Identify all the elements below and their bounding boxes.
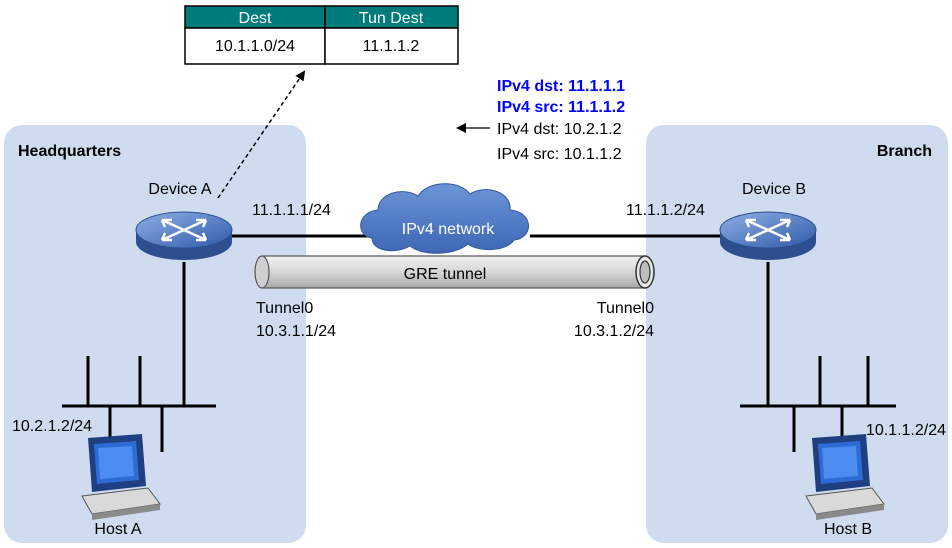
host-computer-icon: [81, 434, 161, 520]
host-a-label: Host A: [94, 521, 141, 538]
table-cell-tun-dest: 11.1.1.2: [363, 38, 420, 55]
tunnel-label: GRE tunnel: [404, 266, 487, 283]
device-a-ip: 11.1.1.1/24: [252, 202, 331, 219]
device-a-label: Device A: [148, 181, 211, 198]
device-b-label: Device B: [742, 181, 806, 198]
dashed-pointer-arrow: [217, 70, 306, 199]
route-table: Dest Tun Dest 10.1.1.0/24 11.1.1.2: [184, 5, 459, 65]
host-b-label: Host B: [824, 521, 872, 538]
host-computer-icon: [805, 434, 885, 520]
packet-header: IPv4 dst: 11.1.1.1 IPv4 src: 11.1.1.2 IP…: [456, 78, 625, 163]
router-icon: [135, 211, 233, 260]
site-label-branch: Branch: [877, 143, 932, 160]
site-label-headquarters: Headquarters: [18, 143, 121, 160]
device-b-tunnel: Tunnel0: [597, 300, 654, 317]
packet-inner-src: IPv4 src: 10.1.1.2: [497, 146, 622, 163]
router-icon: [719, 211, 817, 260]
host-a-ip: 10.2.1.2/24: [12, 418, 92, 435]
host-b-ip: 10.1.1.2/24: [866, 422, 946, 439]
packet-outer-dst: IPv4 dst: 11.1.1.1: [497, 78, 625, 95]
device-a-tunnel: Tunnel0: [256, 300, 313, 317]
packet-inner-dst: IPv4 dst: 10.2.1.2: [497, 121, 622, 138]
packet-outer-src: IPv4 src: 11.1.1.2: [497, 99, 625, 116]
lan-bus-branch: [740, 356, 896, 452]
gre-tunnel: GRE tunnel: [254, 255, 655, 289]
table-cell-dest: 10.1.1.0/24: [215, 38, 295, 55]
device-b-tunnel-ip: 10.3.1.2/24: [574, 323, 654, 340]
table-header-dest: Dest: [239, 10, 272, 27]
network-label: IPv4 network: [402, 221, 495, 238]
device-a-tunnel-ip: 10.3.1.1/24: [256, 323, 336, 340]
cloud-icon: IPv4 network: [360, 183, 529, 254]
table-header-tun-dest: Tun Dest: [359, 10, 424, 27]
device-b-ip: 11.1.1.2/24: [626, 202, 705, 219]
